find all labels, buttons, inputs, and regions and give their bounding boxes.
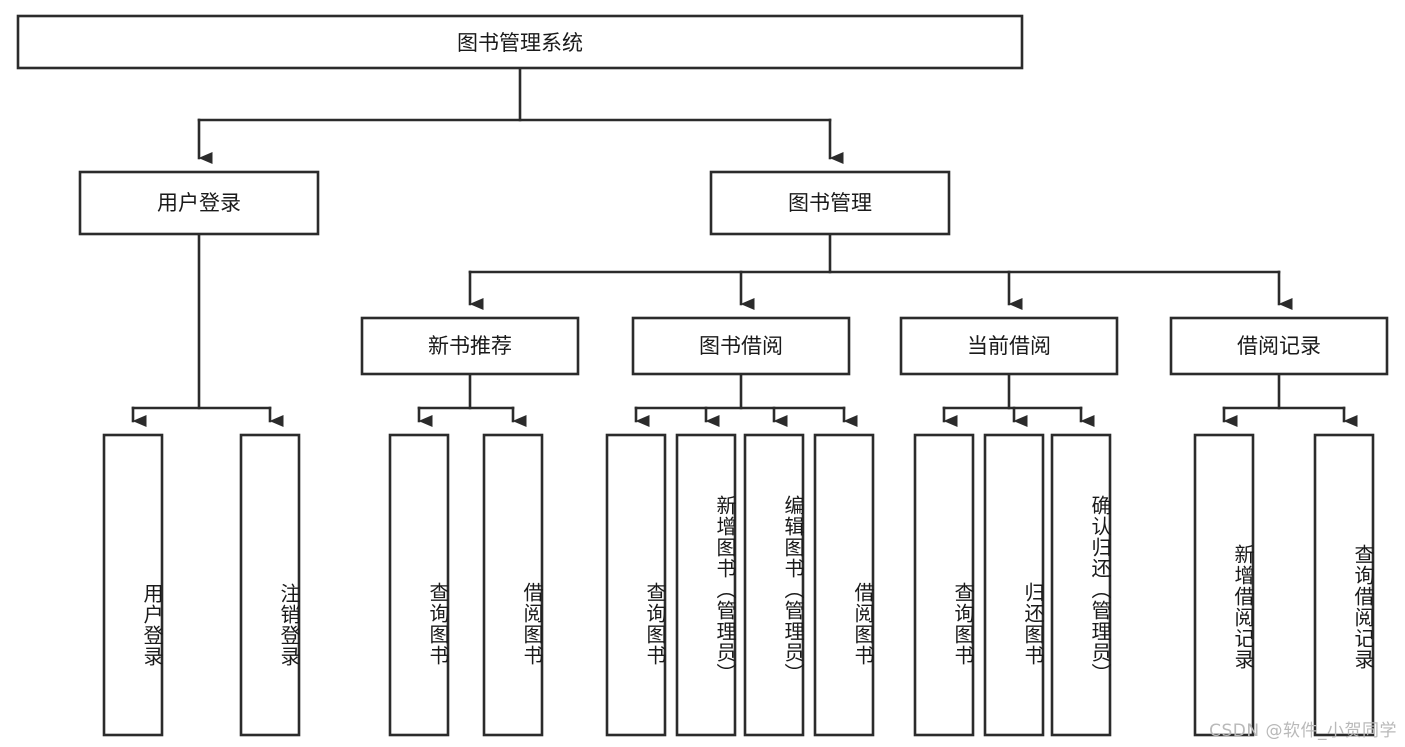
node-new-book-recommend-box[interactable] — [360, 316, 580, 376]
node-user-login-box[interactable] — [78, 170, 320, 236]
node-book-management-box[interactable] — [709, 170, 951, 236]
watermark-text: CSDN @软件_小贺同学 — [1209, 721, 1397, 741]
leaf-box-query-borrow-record[interactable] — [1313, 433, 1375, 737]
node-root-box[interactable] — [16, 14, 1024, 70]
node-book-borrow[interactable]: 图书借阅 — [631, 316, 851, 376]
node-current-borrow-box[interactable] — [899, 316, 1119, 376]
leaf-box-confirm-return-admin[interactable] — [1050, 433, 1112, 737]
leaf-box-logout[interactable] — [239, 433, 301, 737]
node-current-borrow-label: 当前借阅 — [967, 334, 1051, 358]
node-book-borrow-label: 图书借阅 — [699, 334, 783, 358]
leaf-box-add-borrow-record[interactable] — [1193, 433, 1255, 737]
node-user-login[interactable]: 用户登录 — [78, 170, 320, 236]
node-borrow-record-label: 借阅记录 — [1237, 334, 1321, 358]
leaf-box-borrow-book-new[interactable] — [482, 433, 544, 737]
node-user-login-label: 用户登录 — [157, 191, 241, 215]
leaf-box-query-book-current[interactable] — [913, 433, 975, 737]
leaf-box-add-book-admin[interactable] — [675, 433, 737, 737]
node-book-borrow-box[interactable] — [631, 316, 851, 376]
node-new-book-recommend[interactable]: 新书推荐 — [360, 316, 580, 376]
node-root[interactable]: 图书管理系统 — [16, 14, 1024, 70]
leaf-box-return-book[interactable] — [983, 433, 1045, 737]
node-book-management[interactable]: 图书管理 — [709, 170, 951, 236]
node-borrow-record-box[interactable] — [1169, 316, 1389, 376]
node-root-label: 图书管理系统 — [457, 31, 583, 55]
leaf-box-user-login[interactable] — [102, 433, 164, 737]
node-new-book-recommend-label: 新书推荐 — [428, 334, 512, 358]
leaf-box-query-book-new[interactable] — [388, 433, 450, 737]
node-book-management-label: 图书管理 — [788, 191, 872, 215]
node-layer: 图书管理系统 用户登录 图书管理 新书推荐 图书借阅 — [16, 14, 1389, 737]
connector-layer — [131, 66, 1358, 427]
leaf-box-borrow-book[interactable] — [813, 433, 875, 737]
node-borrow-record[interactable]: 借阅记录 — [1169, 316, 1389, 376]
leaf-box-edit-book-admin[interactable] — [743, 433, 805, 737]
leaf-box-query-book-borrow[interactable] — [605, 433, 667, 737]
node-current-borrow[interactable]: 当前借阅 — [899, 316, 1119, 376]
